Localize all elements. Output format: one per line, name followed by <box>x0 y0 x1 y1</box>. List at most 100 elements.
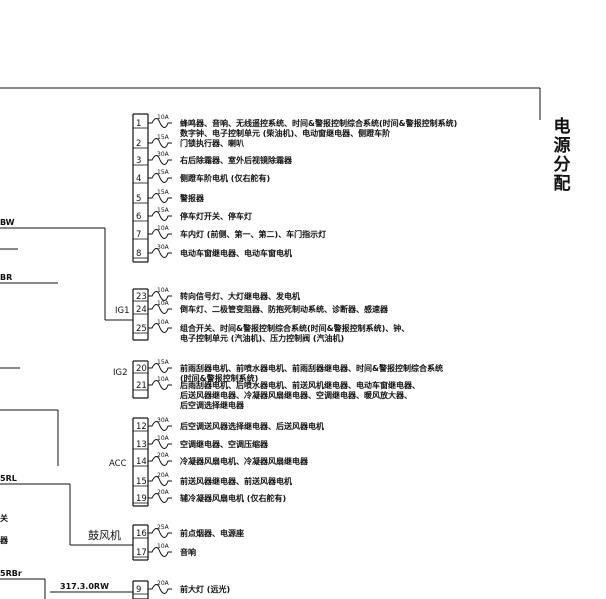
edge-label: BW <box>0 218 15 227</box>
fuse-load-text: 侧蹬车阶电机 (仅右舵有) <box>180 173 270 183</box>
fuse-load-text: 门锁执行器、喇叭 <box>180 138 244 148</box>
fuse-load-text: 车内灯 (前侧、第一、第二)、车门指示灯 <box>180 229 326 239</box>
fuse-load-text: (时间&警报控制系统) <box>180 373 258 383</box>
fuse-rating: 10A <box>157 376 170 383</box>
fuse-load-text: 后空调送风器选择继电器、后送风器电机 <box>180 421 324 431</box>
fuse-load-text: 数字钟、电子控制单元 (柴油机)、电动窗继电器、侧蹬车阶 <box>180 128 390 138</box>
group-label: ACC <box>109 459 127 469</box>
fuse-symbol <box>148 493 172 503</box>
fuse-load-text: 空调继电器、空调压缩器 <box>180 439 269 449</box>
fuse-rating: 30A <box>157 244 170 251</box>
fuse-number: 24 <box>136 305 147 315</box>
edge-label: 关 <box>0 513 8 523</box>
fuse-rating: 15A <box>157 189 170 196</box>
fuse-load-text: 电动车窗继电器、电动车窗电机 <box>180 248 292 258</box>
fuse-rating: 10A <box>157 225 170 232</box>
fuse-rating: 15A <box>157 207 170 214</box>
fuse-rating: 30A <box>157 417 170 424</box>
edge-label: 5RL <box>0 474 17 483</box>
fuse-load-text: 辅冷凝器风扇电机 (仅右舵有) <box>180 493 286 503</box>
fuse-number: 16 <box>136 529 147 539</box>
fuse-load-text: 冷凝器风扇电机、冷凝器风扇继电器 <box>180 456 309 466</box>
fuse-symbol <box>148 476 172 486</box>
fuse-load-text: 电子控制单元 (汽油机)、压力控制阀 (汽油机) <box>180 333 344 343</box>
fuse-number: 14 <box>136 457 147 467</box>
fuse-symbol <box>148 323 172 333</box>
fuse-number: 12 <box>136 422 147 432</box>
fuse-rating: 15A <box>157 169 170 176</box>
left-edge-labels: BW BR 5RL 关器 5RBr 317.3.0RW <box>0 218 109 591</box>
fuse-rating: 30A <box>157 151 170 158</box>
fuse-symbol <box>148 155 172 165</box>
fuse-rating: 20A <box>157 489 170 496</box>
group-label: IG1 <box>115 306 130 316</box>
fuse-symbol <box>148 456 172 466</box>
fuse-symbol <box>148 173 172 183</box>
group-label: IG2 <box>113 368 128 378</box>
fuse-number: 9 <box>136 585 141 595</box>
fuse-load-text: 前点烟器、电源座 <box>180 528 244 538</box>
fuse-load-text: 前送风器继电器、前送风器电机 <box>180 476 292 486</box>
fuse-number: 15 <box>136 477 147 487</box>
fuse-symbol <box>148 363 172 373</box>
fuse-symbol <box>148 193 172 203</box>
fuse-rating: 15A <box>157 359 170 366</box>
fuse-symbol <box>148 229 172 239</box>
fuse-symbol <box>148 118 172 128</box>
fuse-rating: 20A <box>157 472 170 479</box>
group-label: 鼓风机 <box>88 528 121 542</box>
fuse-symbol <box>148 248 172 258</box>
fuse-load-text: 后空调选择继电器 <box>180 400 245 410</box>
fuse-rating: 10A <box>157 287 170 294</box>
fuse-number: 2 <box>136 139 141 149</box>
fuse-symbol <box>148 547 172 557</box>
fuse-number: 4 <box>136 174 141 184</box>
fuse-symbol <box>148 421 172 431</box>
fuse-load-text: 组合开关、时间&警报控制综合系统(时间&警报控制系统)、钟、 <box>180 323 409 333</box>
fuse-number: 21 <box>136 381 147 391</box>
fuse-rating: 20A <box>157 580 170 587</box>
fuse-symbol <box>148 584 172 594</box>
fuse-load-text: 后雨刮器电机、后喷水器电机、前送风机继电器、电动车窗继电器、 <box>180 380 420 390</box>
fuse-symbol <box>148 380 172 390</box>
fuse-number: 5 <box>136 194 141 204</box>
fuse-number: 3 <box>136 156 141 166</box>
fuse-load-text: 音响 <box>180 547 196 557</box>
fuse-symbol <box>148 291 172 301</box>
fuse-number: 1 <box>136 119 141 129</box>
fuse-rating: 25A <box>157 524 170 531</box>
fuse-number: 13 <box>136 440 147 450</box>
wire-label: 317.3.0RW <box>60 582 109 591</box>
fuse-rating: 10A <box>157 543 170 550</box>
fuse-load-text: 蜂鸣器、音响、无线遥控系统、时间&警报控制综合系统(时间&警报控制系统) <box>180 118 457 128</box>
edge-label: BR <box>0 273 12 282</box>
fuse-number: 25 <box>136 324 147 334</box>
fuse-load-text: 警报器 <box>179 193 205 203</box>
edge-label: 器 <box>0 536 9 545</box>
fuse-rows: 1 10A 蜂鸣器、音响、无线遥控系统、时间&警报控制综合系统(时间&警报控制系统)… <box>133 114 457 595</box>
fuse-symbol <box>148 211 172 221</box>
fuse-load-text: 右后除霜器、室外后视镜除霜器 <box>179 155 293 165</box>
fuse-rating: 10A <box>157 435 170 442</box>
fuse-number: 8 <box>136 249 141 259</box>
fuse-load-text: 后送风器继电器、冷凝器风扇继电器、空调继电器、暖风放大器、 <box>180 390 412 400</box>
fuse-rating: 15A <box>157 134 170 141</box>
fuse-symbol <box>148 528 172 538</box>
fuse-load-text: 停车灯开关、停车灯 <box>180 211 252 221</box>
fuse-load-text: 倒车灯、二极管变阻器、防抱死制动系统、诊断器、感速器 <box>179 304 389 314</box>
page-title: 电源分配 <box>553 117 571 194</box>
fuse-load-text: 转向信号灯、大灯继电器、发电机 <box>180 291 300 301</box>
fuse-symbol <box>148 304 172 314</box>
edge-label: 5RBr <box>0 569 22 578</box>
fuse-number: 7 <box>136 230 141 240</box>
fuse-rating: 10A <box>157 300 170 307</box>
fuse-number: 17 <box>136 548 147 558</box>
fuse-rating: 10A <box>157 114 170 121</box>
fuse-number: 6 <box>136 212 141 222</box>
fuse-load-text: 前大灯 (远光) <box>180 584 230 594</box>
fuse-number: 20 <box>136 364 147 374</box>
fuse-rating: 10A <box>157 319 170 326</box>
fuse-number: 19 <box>136 494 147 504</box>
